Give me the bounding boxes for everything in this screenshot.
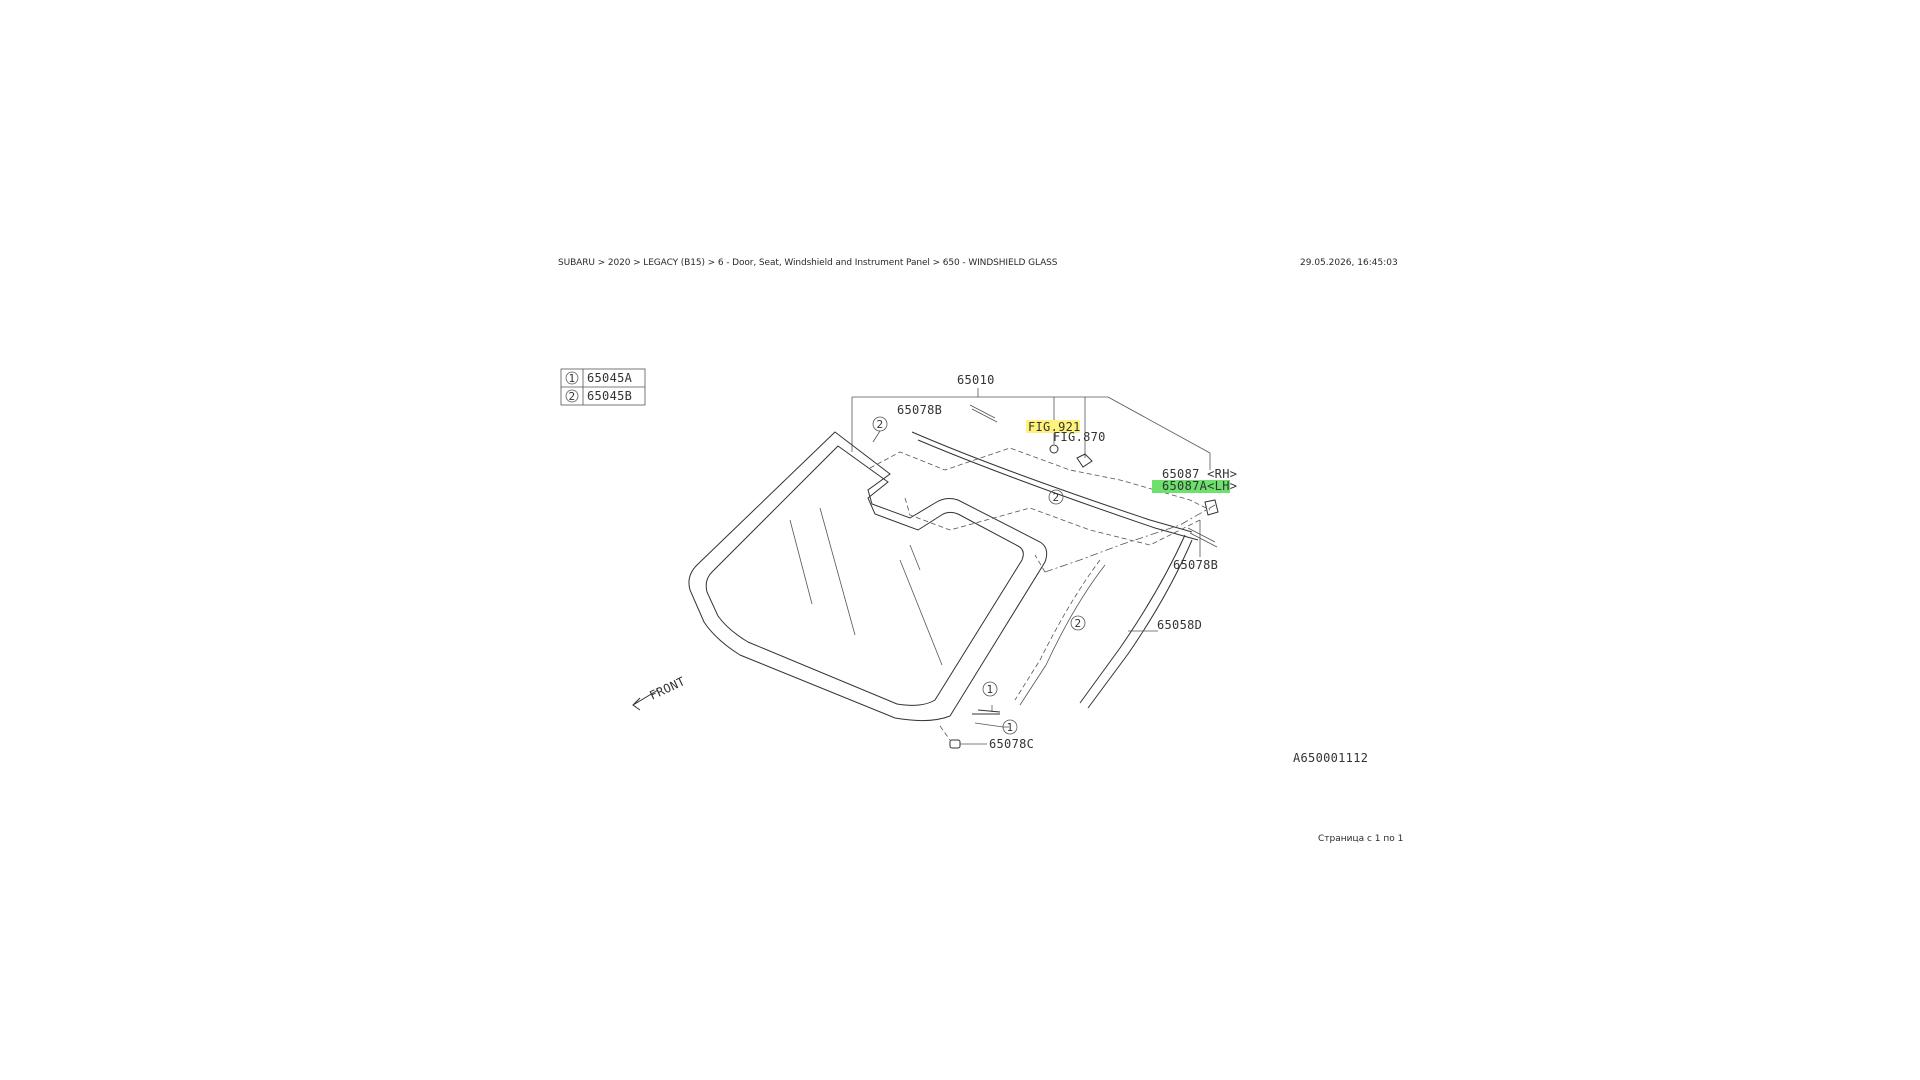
callout-65078c: 65078C (989, 737, 1034, 751)
highlight-fig921 (1026, 420, 1080, 433)
page-footer: Страница с 1 по 1 (1318, 834, 1404, 844)
callout-65087-rh: 65087 <RH> (1162, 467, 1237, 481)
clip-icon (1049, 444, 1059, 454)
marker-2-top-left-label: 2 (877, 418, 884, 431)
part-callouts: 65010 65078B FIG.921 FIG.870 65087 <RH> … (897, 373, 1368, 765)
callout-65078b-top: 65078B (897, 403, 942, 417)
marker-1-lower-label: 1 (1007, 721, 1014, 734)
marker-1-lower (1002, 719, 1018, 735)
marker-2-center (1048, 489, 1064, 505)
legend-part-2: 65045B (587, 389, 632, 403)
legend-table: 1 65045A 2 65045B (560, 368, 646, 406)
front-arrow-icon (632, 689, 659, 711)
fastener-icons (1049, 444, 1219, 516)
marker-2-right-label: 2 (1075, 617, 1082, 630)
marker-2-center-label: 2 (1053, 491, 1060, 504)
breadcrumb: SUBARU > 2020 > LEGACY (B15) > 6 - Door,… (558, 258, 1058, 268)
lower-leaders (972, 705, 1009, 728)
inner-panel-outline (869, 447, 1216, 573)
callout-fig870[interactable]: FIG.870 (1053, 430, 1106, 444)
side-moulding-65058D (1079, 527, 1218, 709)
marker-2-right (1070, 615, 1086, 631)
legend-marker-1 (565, 371, 579, 385)
timestamp: 29.05.2026, 16:45:03 (1300, 258, 1398, 268)
upper-moulding (911, 404, 1199, 541)
callout-65078b-right: 65078B (1173, 558, 1218, 572)
callout-fig921[interactable]: FIG.921 (1028, 420, 1081, 434)
legend-key-1: 1 (569, 372, 576, 385)
clip-65078C (939, 725, 987, 749)
windshield-glass (688, 431, 1048, 722)
pillar-moulding (1014, 559, 1106, 706)
callout-65087a-lh: 65087A<LH> (1162, 479, 1237, 493)
front-label: FRONT (647, 674, 687, 703)
legend-marker-2 (565, 389, 579, 403)
highlight-65087a-lh (1152, 480, 1230, 493)
callout-markers: 2 2 2 1 1 (872, 416, 1086, 735)
marker-1-upper (982, 681, 998, 697)
front-direction-indicator: FRONT (632, 674, 687, 711)
bracket-icon (1076, 453, 1093, 468)
callout-65010: 65010 (957, 373, 995, 387)
marker-1-upper-label: 1 (987, 683, 994, 696)
drawing-code: A650001112 (1293, 751, 1368, 765)
callout-65058d: 65058D (1157, 618, 1202, 632)
retainer-icon (1204, 499, 1219, 516)
legend-part-1: 65045A (587, 371, 633, 385)
legend-key-2: 2 (569, 390, 576, 403)
